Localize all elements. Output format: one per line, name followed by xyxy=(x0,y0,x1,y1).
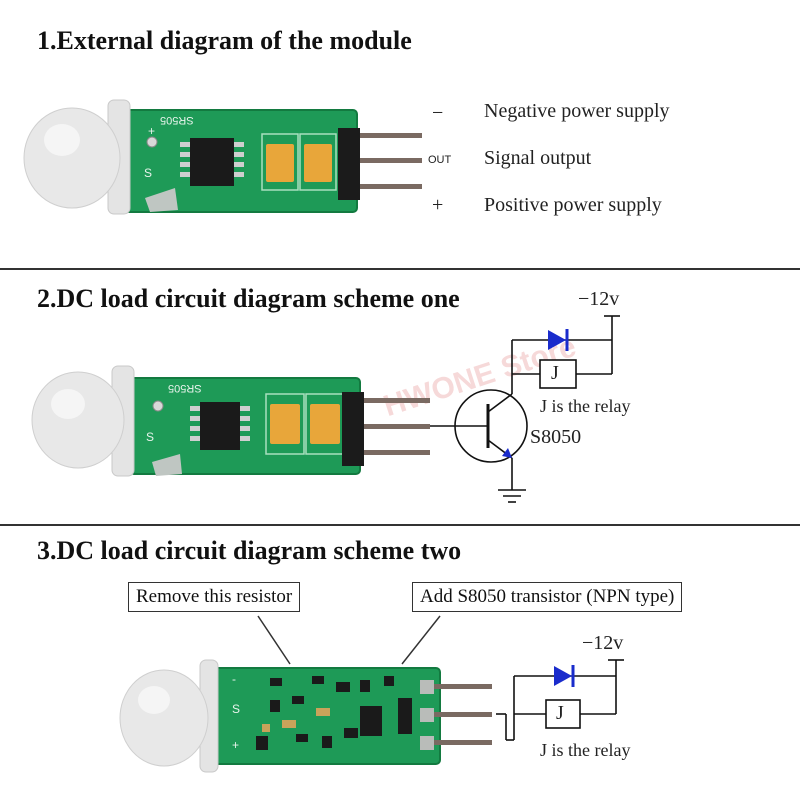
section-title-1: 1.External diagram of the module xyxy=(37,26,412,55)
emitter-arrow-icon xyxy=(502,448,512,458)
pir-module-1 xyxy=(23,99,422,215)
fresnel-lens-3 xyxy=(119,659,219,773)
pir-module-3 xyxy=(119,659,492,773)
silk-minus-3: - xyxy=(232,672,236,686)
callout-lines xyxy=(257,615,441,665)
silk-plus-1: + xyxy=(148,124,156,138)
silk-model-2: SR505 xyxy=(168,382,202,394)
silk-s-1: S xyxy=(144,166,153,180)
out-symbol: OUT xyxy=(428,154,452,166)
negative-power-label: Negative power supply xyxy=(484,100,670,122)
scheme-one-supply: −12v xyxy=(578,288,620,310)
section-divider-1 xyxy=(0,268,800,270)
silk-s-2: S xyxy=(146,430,155,444)
fresnel-lens-1 xyxy=(23,99,131,215)
scheme-one-relay-note: J is the relay xyxy=(540,396,631,416)
negative-symbol: − xyxy=(432,102,444,124)
silk-plus-3: + xyxy=(232,738,240,752)
silk-s-3: S xyxy=(232,702,241,716)
scheme-one-transistor-label: S8050 xyxy=(530,426,582,448)
remove-resistor-callout: Remove this resistor xyxy=(128,582,301,612)
scheme-one-relay-symbol: J xyxy=(551,362,559,384)
scheme-two-relay-symbol: J xyxy=(556,702,564,724)
silk-model-1: SR505 xyxy=(160,114,194,126)
signal-output-label: Signal output xyxy=(484,147,592,169)
scheme-one-circuit xyxy=(430,315,620,503)
scheme-two-supply: −12v xyxy=(582,632,624,654)
fresnel-lens-2 xyxy=(31,365,135,477)
section-title-3: 3.DC load circuit diagram scheme two xyxy=(37,536,462,565)
diode-icon-2 xyxy=(554,665,575,687)
section-divider-2 xyxy=(0,524,800,526)
diode-icon-1 xyxy=(548,329,569,351)
section-title-2: 2.DC load circuit diagram scheme one xyxy=(37,284,460,313)
positive-power-label: Positive power supply xyxy=(484,194,662,216)
scheme-two-relay-note: J is the relay xyxy=(540,740,631,760)
add-transistor-callout: Add S8050 transistor (NPN type) xyxy=(412,582,683,612)
pir-module-2 xyxy=(31,365,430,477)
positive-symbol: + xyxy=(432,194,444,216)
